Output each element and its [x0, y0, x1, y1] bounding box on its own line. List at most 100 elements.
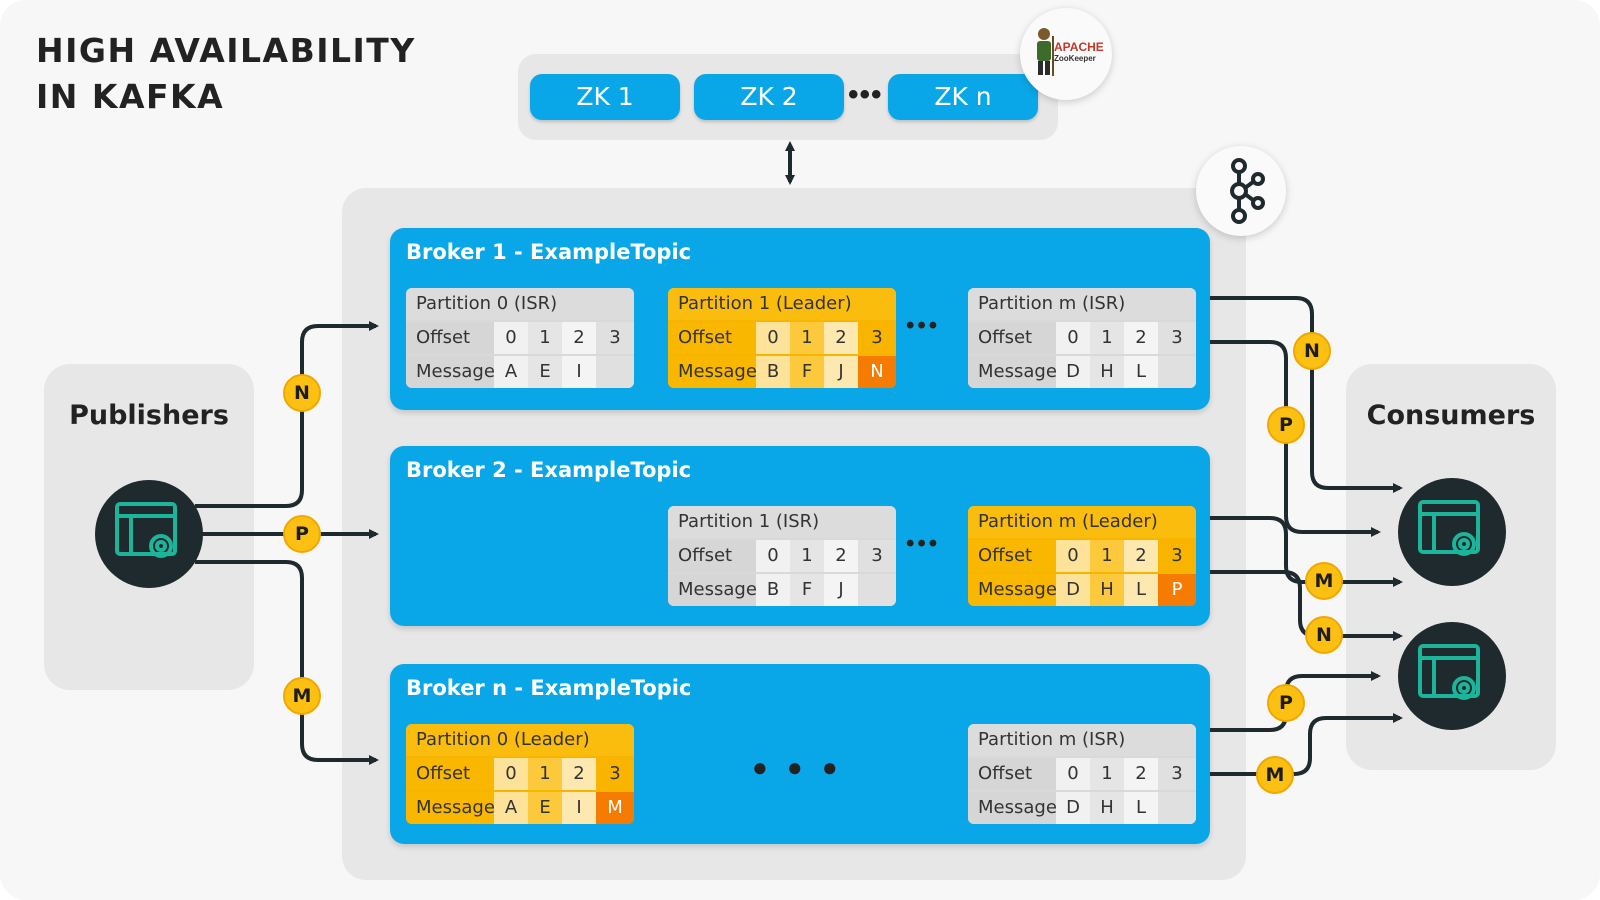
offset-cell: 3: [1158, 758, 1196, 790]
message-cell: I: [562, 356, 596, 388]
consumer-badge-p-1: P: [1267, 406, 1305, 444]
offset-label: Offset: [668, 540, 756, 572]
message-cell: L: [1124, 356, 1158, 388]
message-cell: A: [494, 356, 528, 388]
message-label: Message: [668, 356, 757, 388]
consumer-app-1-icon: [1398, 478, 1506, 586]
broker-n: Broker n - ExampleTopic Partition 0 (Lea…: [390, 664, 1210, 844]
message-cell: E: [528, 356, 562, 388]
offset-cell: 0: [1056, 322, 1090, 354]
zk-node-2: ZK 2: [694, 74, 844, 120]
title-line-2: IN KAFKA: [36, 77, 225, 116]
offset-cell: 3: [596, 322, 634, 354]
offset-cell: 0: [494, 322, 528, 354]
message-cell: [1158, 792, 1196, 824]
partition-ellipsis-large: ● ● ●: [752, 752, 844, 782]
message-cell: I: [562, 792, 596, 824]
publishers-label: Publishers: [69, 400, 229, 431]
zookeeper-logo-line-1: APACHE: [1054, 40, 1104, 54]
partition-header-row: Partition 1 (Leader): [668, 288, 896, 320]
page-title: HIGH AVAILABILITY IN KAFKA: [36, 28, 416, 120]
offset-cell: 0: [756, 322, 790, 354]
offset-label: Offset: [968, 758, 1056, 790]
zookeeper-logo-icon: APACHE ZooKeeper: [1020, 8, 1112, 100]
zookeeper-keeper-icon: [1037, 28, 1054, 76]
partition-header-row: Partition 1 (ISR): [668, 506, 896, 538]
offset-cell: 2: [562, 758, 596, 790]
message-cell: F: [790, 356, 824, 388]
zk-node-1: ZK 1: [530, 74, 680, 120]
offset-cell: 2: [1124, 540, 1158, 572]
offset-cell: 0: [1056, 758, 1090, 790]
offset-cell: 0: [756, 540, 790, 572]
offset-label: Offset: [668, 322, 756, 354]
app-gear-icon: [1418, 644, 1480, 700]
message-label: Message: [968, 356, 1057, 388]
broker-2: Broker 2 - ExampleTopic Partition 1 (ISR…: [390, 446, 1210, 626]
publisher-badge-m: M: [283, 677, 321, 715]
message-cell: L: [1124, 574, 1158, 606]
message-cell: [596, 356, 634, 388]
partition-header-row: Partition m (Leader): [968, 506, 1196, 538]
partition-header: Partition 0 (ISR): [416, 293, 558, 314]
offset-cell: 1: [1090, 758, 1124, 790]
message-label: Message: [668, 574, 757, 606]
partition-header: Partition m (Leader): [978, 511, 1158, 532]
partition-header: Partition 0 (Leader): [416, 729, 590, 750]
partition-header: Partition 1 (ISR): [678, 511, 820, 532]
broker-title: Broker n - ExampleTopic: [406, 676, 692, 700]
partition-header: Partition m (ISR): [978, 293, 1126, 314]
offset-cell: 3: [1158, 322, 1196, 354]
partition-ellipsis: •••: [906, 312, 941, 339]
message-cell: [1158, 356, 1196, 388]
partition-header-row: Partition 0 (Leader): [406, 724, 634, 756]
offset-cell: 2: [824, 540, 858, 572]
app-gear-icon: [1418, 500, 1480, 556]
consumer-badge-n-1: N: [1293, 332, 1331, 370]
offset-cell: 3: [858, 322, 896, 354]
consumer-badge-n-2: N: [1305, 616, 1343, 654]
broker-title: Broker 2 - ExampleTopic: [406, 458, 692, 482]
broker-title: Broker 1 - ExampleTopic: [406, 240, 692, 264]
message-label: Message: [406, 792, 495, 824]
message-cell: N: [858, 356, 896, 388]
partition-ellipsis: •••: [906, 530, 941, 557]
message-cell: M: [596, 792, 634, 824]
zk-node-n: ZK n: [888, 74, 1038, 120]
message-label: Message: [968, 574, 1057, 606]
offset-cell: 3: [596, 758, 634, 790]
consumer-badge-m-2: M: [1256, 756, 1294, 794]
partition-header-row: Partition m (ISR): [968, 288, 1196, 320]
message-cell: H: [1090, 356, 1124, 388]
offset-cell: 2: [1124, 322, 1158, 354]
offset-cell: 2: [1124, 758, 1158, 790]
offset-label: Offset: [968, 540, 1056, 572]
offset-cell: 0: [1056, 540, 1090, 572]
message-cell: J: [824, 356, 858, 388]
zookeeper-logo-line-2: ZooKeeper: [1054, 54, 1096, 63]
offset-cell: 1: [1090, 540, 1124, 572]
consumers-label: Consumers: [1366, 400, 1536, 431]
offset-cell: 3: [1158, 540, 1196, 572]
consumer-badge-p-2: P: [1267, 684, 1305, 722]
offset-cell: 1: [790, 540, 824, 572]
message-cell: [858, 574, 896, 606]
message-label: Message: [406, 356, 495, 388]
